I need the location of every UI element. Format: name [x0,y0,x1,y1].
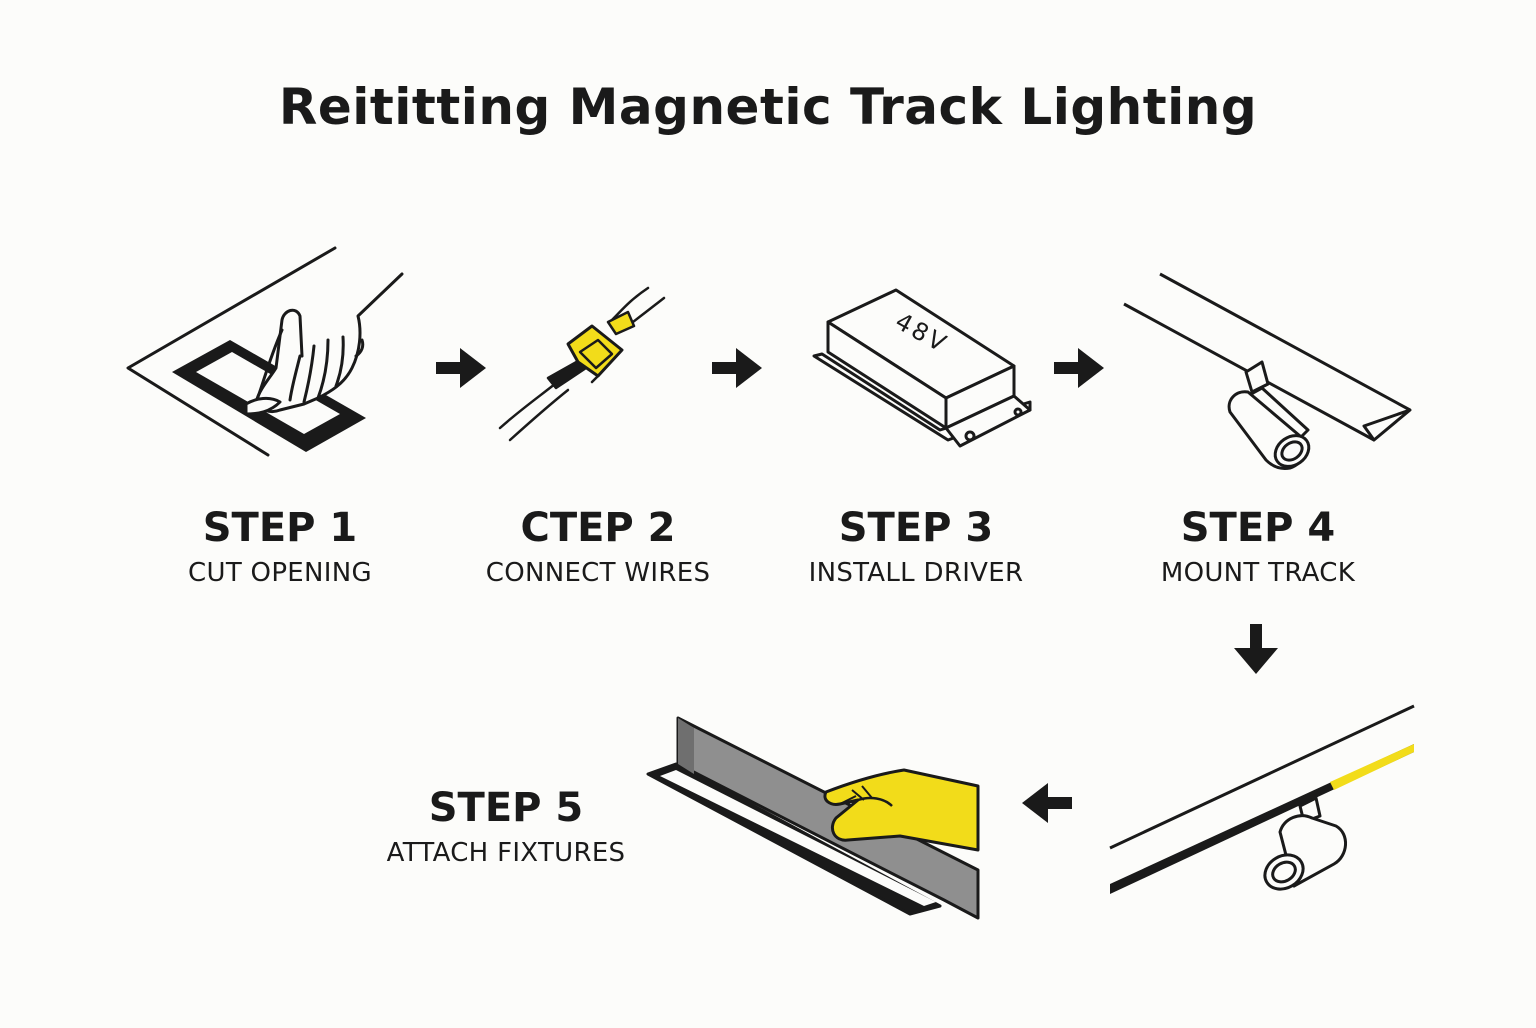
arrow-right-3 [1054,348,1104,388]
arrow-right-1 [436,348,486,388]
step-3-description: INSTALL DRIVER [808,558,1024,588]
step-2: CTEP 2 CONNECT WIRES [448,504,748,590]
arrow-right-icon [1054,348,1104,388]
arrow-left [1022,783,1072,823]
diagram-title: Reititting Magnetic Track Lighting [278,78,1258,136]
step-2-label: CTEP 2 [520,505,676,551]
step-1-description: CUT OPENING [188,558,372,588]
driver-box-icon: 48V [812,288,1032,448]
step-1-label: STEP 1 [202,505,358,551]
step-4: STEP 4 MOUNT TRACK [1108,504,1408,590]
step-5: STEP 5 ATTACH FIXTURES [356,784,656,870]
hand-cutting-ceiling-icon [126,246,404,457]
step-5-label: STEP 5 [428,785,584,831]
arrow-down-icon [1234,624,1278,674]
hand-attaching-panel-icon [646,716,980,920]
arrow-left-icon [1022,783,1072,823]
step-3: STEP 3 INSTALL DRIVER [766,504,1066,590]
arrow-right-2 [712,348,762,388]
step-5-description: ATTACH FIXTURES [386,838,626,868]
arrow-right-icon [712,348,762,388]
step-1: STEP 1 CUT OPENING [130,504,430,590]
step-4-description: MOUNT TRACK [1160,558,1356,588]
arrow-right-icon [436,348,486,388]
wire-connector-icon [498,286,666,442]
step-4-label: STEP 4 [1180,505,1336,551]
step-2-description: CONNECT WIRES [485,558,711,588]
track-spotlight-icon [1123,272,1412,470]
step-3-label: STEP 3 [838,505,994,551]
arrow-down [1234,624,1278,674]
track-with-fixture-icon [1109,704,1415,894]
